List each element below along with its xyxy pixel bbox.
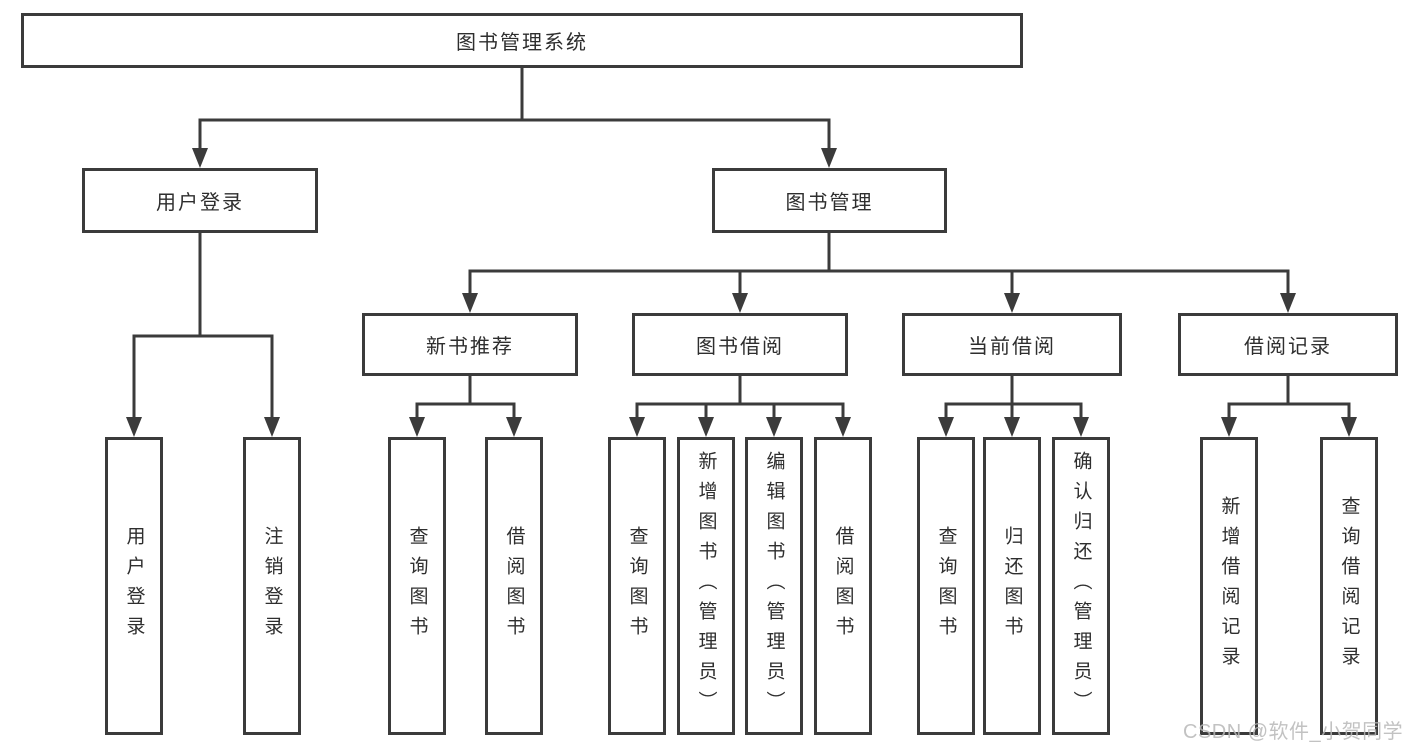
arrow-down-icon bbox=[264, 417, 280, 437]
arrow-down-icon bbox=[409, 417, 425, 437]
watermark: CSDN @软件_小贺同学 bbox=[1183, 721, 1404, 743]
leaf-query-books-borrow: 查询图书 bbox=[608, 437, 666, 735]
leaf-edit-book-admin: 编辑图书（管理员） bbox=[745, 437, 803, 735]
arrow-down-icon bbox=[506, 417, 522, 437]
node-system-root: 图书管理系统 bbox=[21, 13, 1023, 68]
leaf-logout: 注销登录 bbox=[243, 437, 301, 735]
leaf-borrow-books: 借阅图书 bbox=[814, 437, 872, 735]
arrow-down-icon bbox=[1280, 293, 1296, 313]
leaf-borrow-books-recommend: 借阅图书 bbox=[485, 437, 543, 735]
arrow-down-icon bbox=[1004, 417, 1020, 437]
arrow-down-icon bbox=[126, 417, 142, 437]
arrow-down-icon bbox=[938, 417, 954, 437]
arrow-down-icon bbox=[1073, 417, 1089, 437]
node-current-borrow: 当前借阅 bbox=[902, 313, 1122, 376]
leaf-confirm-return-admin: 确认归还（管理员） bbox=[1052, 437, 1110, 735]
leaf-query-borrow-record: 查询借阅记录 bbox=[1320, 437, 1378, 735]
arrow-down-icon bbox=[1004, 293, 1020, 313]
arrow-down-icon bbox=[629, 417, 645, 437]
arrow-down-icon bbox=[192, 148, 208, 168]
arrow-down-icon bbox=[732, 293, 748, 313]
leaf-query-books-recommend: 查询图书 bbox=[388, 437, 446, 735]
arrow-down-icon bbox=[835, 417, 851, 437]
node-book-borrow: 图书借阅 bbox=[632, 313, 848, 376]
node-user-login: 用户登录 bbox=[82, 168, 318, 233]
leaf-add-borrow-record: 新增借阅记录 bbox=[1200, 437, 1258, 735]
node-book-management: 图书管理 bbox=[712, 168, 947, 233]
arrow-down-icon bbox=[462, 293, 478, 313]
arrow-down-icon bbox=[698, 417, 714, 437]
node-new-book-recommend: 新书推荐 bbox=[362, 313, 578, 376]
arrow-down-icon bbox=[1221, 417, 1237, 437]
arrow-down-icon bbox=[821, 148, 837, 168]
arrow-down-icon bbox=[1341, 417, 1357, 437]
arrow-down-icon bbox=[766, 417, 782, 437]
arrow-down-icons bbox=[126, 148, 1357, 437]
leaf-return-book: 归还图书 bbox=[983, 437, 1041, 735]
node-borrow-records: 借阅记录 bbox=[1178, 313, 1398, 376]
leaf-user-login: 用户登录 bbox=[105, 437, 163, 735]
leaf-add-book-admin: 新增图书（管理员） bbox=[677, 437, 735, 735]
leaf-query-books-current: 查询图书 bbox=[917, 437, 975, 735]
